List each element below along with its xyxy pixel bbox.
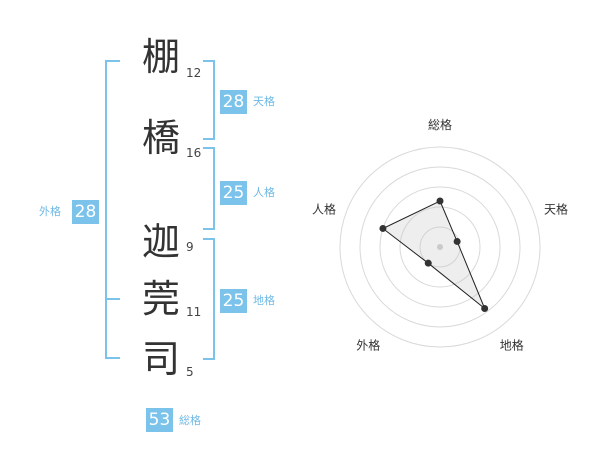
radar-ring-4	[359, 166, 521, 328]
outer-fortune-label: 外格	[39, 205, 61, 218]
heaven-bracket-bottom	[203, 138, 215, 140]
heaven-fortune-label: 天格	[253, 95, 275, 108]
outer-bracket-top	[105, 60, 120, 62]
heaven-fortune-value: 28	[220, 90, 247, 114]
total-fortune-value: 53	[146, 408, 173, 432]
radar-point-1	[436, 197, 444, 205]
outer-bracket-bottom	[105, 357, 120, 359]
earth-fortune-label: 地格	[253, 294, 275, 307]
heaven-bracket-vertical	[213, 60, 215, 140]
radar-point-5	[379, 224, 387, 232]
outer-fortune-value: 28	[72, 200, 99, 224]
outer-bracket-middle	[105, 298, 120, 300]
stroke-count-3: 9	[186, 240, 194, 254]
person-bracket-vertical	[213, 147, 215, 230]
name-char-3: 迦	[141, 220, 180, 264]
name-char-1: 棚	[141, 35, 180, 79]
name-char-5: 司	[141, 337, 180, 381]
radar-point-3	[481, 304, 489, 312]
stroke-count-4: 11	[186, 305, 202, 319]
heaven-bracket-top	[203, 60, 215, 62]
name-char-2: 橋	[141, 116, 180, 160]
earth-fortune-value: 25	[220, 289, 247, 313]
radar-center-dot	[437, 244, 443, 250]
radar-point-4	[424, 259, 432, 267]
radar-axis-label-2: 天格	[544, 201, 568, 216]
radar-ring-5	[339, 146, 541, 348]
person-fortune-label: 人格	[253, 186, 275, 199]
earth-bracket-top	[203, 238, 215, 240]
radar-axis-label-4: 外格	[356, 338, 380, 353]
outer-bracket-vertical	[105, 60, 107, 359]
stroke-count-2: 16	[186, 146, 202, 160]
person-bracket-bottom	[203, 228, 215, 230]
stroke-count-1: 12	[186, 66, 202, 80]
radar-point-2	[453, 237, 461, 245]
radar-value-shape	[381, 200, 486, 309]
earth-bracket-bottom	[203, 358, 215, 360]
radar-ring-1	[419, 226, 461, 268]
radar-axis-label-1: 総格	[428, 117, 452, 132]
name-char-4: 莞	[141, 277, 180, 321]
radar-ring-2	[399, 206, 481, 288]
stroke-count-5: 5	[186, 365, 194, 379]
radar-axis-label-3: 地格	[500, 338, 524, 353]
person-bracket-top	[203, 147, 215, 149]
earth-bracket-vertical	[213, 238, 215, 360]
radar-ring-3	[379, 186, 501, 308]
person-fortune-value: 25	[220, 181, 247, 205]
total-fortune-label: 総格	[179, 414, 201, 427]
radar-axis-label-5: 人格	[312, 201, 336, 216]
